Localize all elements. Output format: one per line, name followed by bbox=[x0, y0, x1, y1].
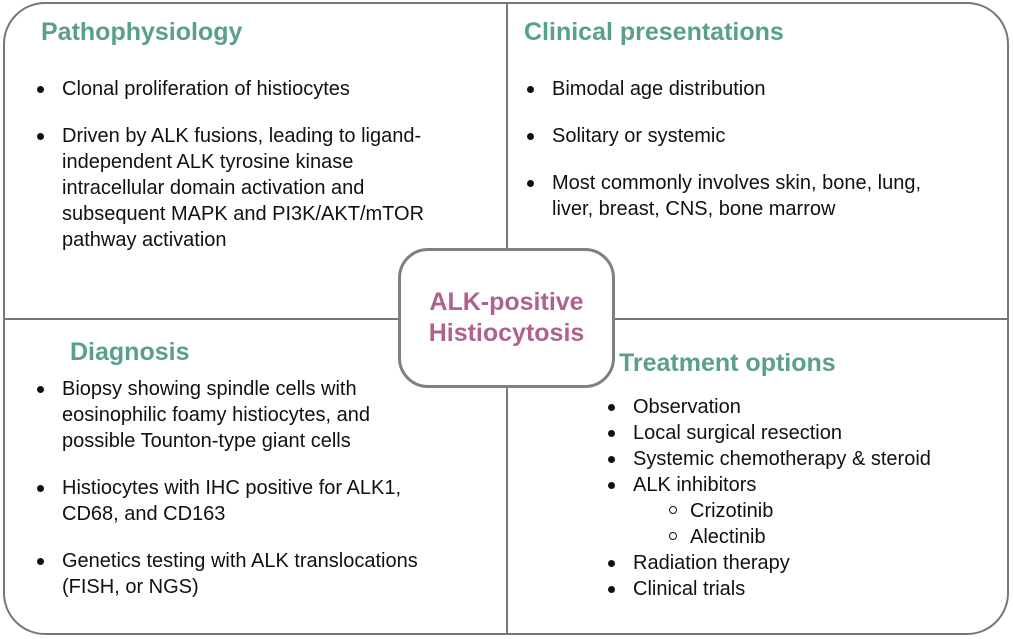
treatment-heading: Treatment options bbox=[619, 349, 836, 377]
list-item: ALK inhibitors Crizotinib Alectinib bbox=[608, 472, 993, 550]
list-item: Histiocytes with IHC positive for ALK1, … bbox=[37, 475, 492, 527]
pathophysiology-list: Clonal proliferation of histiocytes Driv… bbox=[37, 76, 492, 274]
alk-inhibitor-sublist: Crizotinib Alectinib bbox=[633, 498, 993, 550]
center-title-box: ALK-positive Histiocytosis bbox=[398, 248, 615, 388]
list-item: Solitary or systemic bbox=[527, 123, 992, 149]
list-item: Clonal proliferation of histiocytes bbox=[37, 76, 492, 102]
sub-list-item: Crizotinib bbox=[669, 498, 993, 524]
list-item: Systemic chemotherapy & steroid bbox=[608, 446, 993, 472]
clinical-heading: Clinical presentations bbox=[524, 18, 784, 46]
list-item: Bimodal age distribution bbox=[527, 76, 992, 102]
list-item: Radiation therapy bbox=[608, 550, 993, 576]
clinical-list: Bimodal age distribution Solitary or sys… bbox=[527, 76, 992, 243]
diagnosis-heading: Diagnosis bbox=[70, 338, 190, 366]
treatment-list: Observation Local surgical resection Sys… bbox=[608, 394, 993, 602]
list-item: Genetics testing with ALK translocations… bbox=[37, 548, 492, 600]
list-item: Most commonly involves skin, bone, lung,… bbox=[527, 170, 992, 222]
list-item: Local surgical resection bbox=[608, 420, 993, 446]
list-item: Driven by ALK fusions, leading to ligand… bbox=[37, 123, 492, 253]
list-item: Biopsy showing spindle cells with eosino… bbox=[37, 376, 492, 454]
list-item: Observation bbox=[608, 394, 993, 420]
pathophysiology-heading: Pathophysiology bbox=[41, 18, 243, 46]
diagnosis-list: Biopsy showing spindle cells with eosino… bbox=[37, 376, 492, 621]
center-title-line2: Histiocytosis bbox=[428, 319, 585, 347]
center-title-line1: ALK-positive bbox=[429, 288, 584, 316]
sub-list-item: Alectinib bbox=[669, 524, 993, 550]
list-item: Clinical trials bbox=[608, 576, 993, 602]
